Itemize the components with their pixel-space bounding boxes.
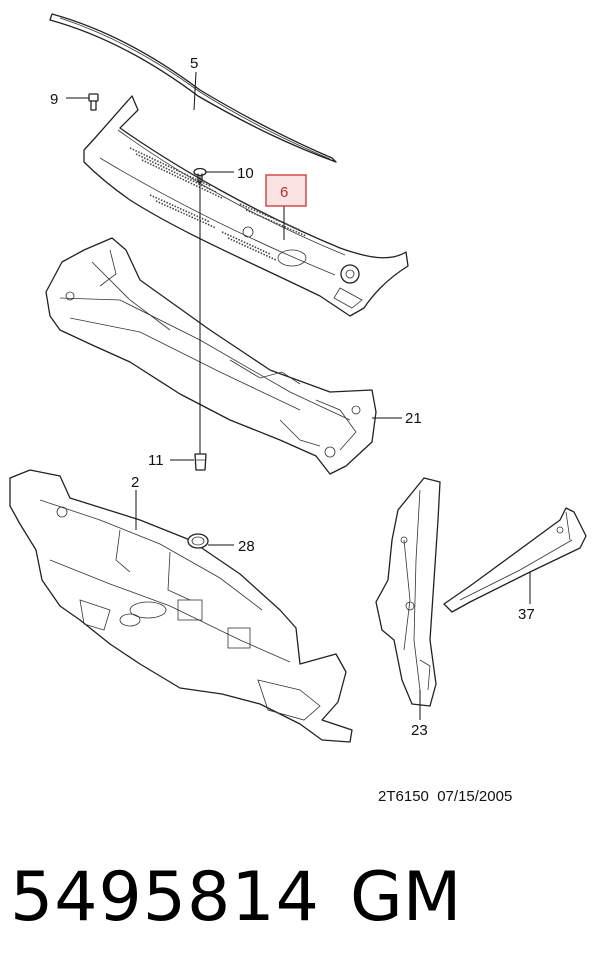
part-9-clip: [88, 93, 99, 111]
diagram-stamp: 2T6150 07/15/2005: [378, 788, 512, 805]
diagram-date: 07/15/2005: [437, 788, 513, 805]
part-2-dash-panel: [9, 469, 353, 743]
callout-5: 5: [190, 55, 198, 72]
leader-lines: [66, 71, 531, 720]
callout-23: 23: [411, 722, 428, 739]
part-5-seal: [49, 13, 337, 163]
part-37-bracket: [443, 507, 587, 613]
callout-28: 28: [238, 538, 255, 555]
callout-37: 37: [518, 606, 535, 623]
callout-11: 11: [148, 452, 164, 469]
highlight-box: [265, 174, 307, 207]
brand-name: GM: [350, 858, 462, 937]
part-21-plenum: [45, 237, 377, 475]
part-6-cowl-grille: [83, 95, 409, 317]
callout-21: 21: [405, 410, 422, 427]
callout-10: 10: [237, 165, 254, 182]
callout-9: 9: [50, 91, 58, 108]
callout-2: 2: [131, 474, 139, 491]
part-11-bolt: [194, 453, 207, 471]
part-number: 5495814: [10, 858, 320, 937]
diagram-code: 2T6150: [378, 788, 429, 805]
part-23-pillar: [375, 477, 441, 707]
callout-6: 6: [280, 184, 288, 201]
part-28-plug: [187, 533, 209, 549]
